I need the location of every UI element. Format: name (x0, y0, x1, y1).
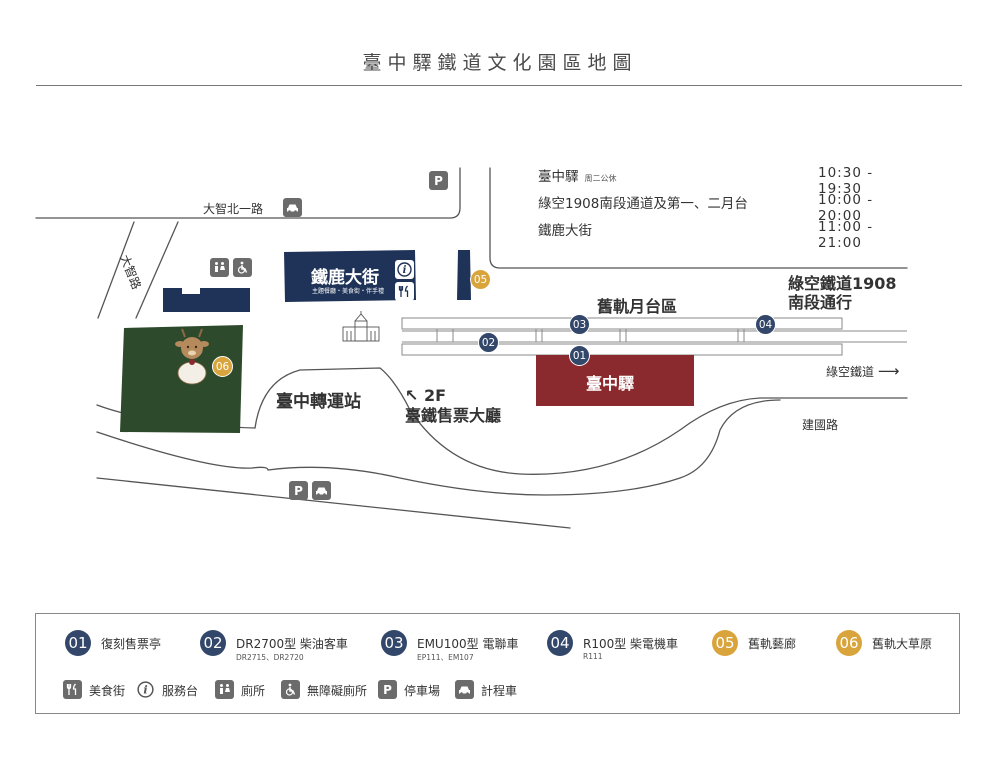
taxi-icon (455, 680, 474, 699)
parking-icon: P (378, 680, 397, 699)
parking-icon[interactable]: P (429, 171, 448, 190)
marker-01[interactable]: 01 (569, 345, 590, 366)
ticket-hall-label: ↖ 2F 臺鐵售票大廳 (405, 386, 502, 425)
food-icon[interactable] (395, 282, 414, 301)
hours-row: 鐵鹿大街 11:00 - 21:00 (538, 219, 918, 251)
old-station-icon (342, 311, 380, 342)
wheelchair-icon (281, 680, 300, 699)
legend-subtitle: R111 (583, 652, 603, 661)
title-divider (36, 85, 962, 86)
svg-text:i: i (143, 683, 147, 697)
taichung-station-label: 臺中驛 (586, 374, 635, 393)
legend-name: 舊軌大草原 (872, 637, 933, 651)
legend-facility-name: 停車場 (404, 684, 441, 698)
hours-venue: 綠空1908南段通道及第一、二月台 (538, 196, 748, 212)
gallery-building (457, 250, 471, 300)
legend-facility-name: 服務台 (162, 684, 199, 698)
legend-number: 01 (65, 630, 91, 656)
road-edge (135, 221, 179, 319)
legend-number: 06 (836, 630, 862, 656)
road-edge (96, 431, 269, 471)
opening-hours: 臺中驛周二公休 10:30 - 19:30 綠空1908南段通道及第一、二月台 … (538, 165, 918, 251)
park-map (35, 167, 908, 529)
hours-time: 11:00 - 21:00 (818, 219, 874, 251)
marker-03[interactable]: 03 (569, 314, 590, 335)
road-edge (35, 167, 461, 219)
hours-row: 臺中驛周二公休 10:30 - 19:30 (538, 165, 918, 197)
legend-number: 02 (200, 630, 226, 656)
tielu-street-building (284, 250, 416, 302)
taichung-station-building (536, 355, 694, 406)
bus-station-label: 臺中轉運站 (276, 392, 361, 412)
road-edge (96, 477, 571, 529)
parking-icon[interactable]: P (289, 481, 308, 500)
hours-row: 綠空1908南段通道及第一、二月台 10:00 - 20:00 (538, 192, 918, 224)
marker-06[interactable]: 06 (212, 356, 233, 377)
legend-facility-name: 美食街 (89, 684, 126, 698)
greenway-1908-label: 綠空鐵道1908 南段通行 (788, 274, 897, 312)
legend-facility-name: 無障礙廁所 (307, 684, 368, 698)
old-platform-label: 舊軌月台區 (597, 297, 678, 316)
svg-text:i: i (403, 265, 407, 276)
greenway-label: 綠空鐵道 ⟶ (826, 362, 900, 380)
legend-name: 復刻售票亭 (101, 637, 162, 651)
hours-venue: 鐵鹿大街 (538, 223, 592, 239)
legend-facility-name: 計程車 (481, 684, 518, 698)
legend-name: EMU100型 電聯車 (417, 637, 519, 651)
legend-name: 舊軌藝廊 (748, 637, 797, 651)
legend-number: 05 (712, 630, 738, 656)
restroom-icon[interactable] (210, 258, 229, 277)
road-label-jianguo: 建國路 (802, 418, 839, 432)
legend-facility-name: 廁所 (241, 684, 266, 698)
hours-time: 10:00 - 20:00 (818, 192, 874, 224)
legend-subtitle: DR2715、DR2720 (236, 653, 304, 662)
map-legend: 01 復刻售票亭 02 DR2700型 柴油客車 DR2715、DR2720 0… (35, 613, 960, 714)
info-icon: i (136, 680, 155, 699)
taxi-icon[interactable] (283, 198, 302, 217)
wheelchair-icon[interactable] (233, 258, 252, 277)
road-edge (97, 221, 135, 319)
marker-02[interactable]: 02 (478, 332, 499, 353)
road-edge (489, 167, 908, 269)
rail-tracks (401, 317, 907, 356)
food-icon (63, 680, 82, 699)
marker-05[interactable]: 05 (470, 269, 491, 290)
legend-subtitle: EP111、EM107 (417, 653, 474, 662)
legend-number: 03 (381, 630, 407, 656)
hours-venue: 臺中驛 (538, 169, 579, 185)
road-edge (254, 367, 908, 475)
legend-name: DR2700型 柴油客車 (236, 637, 348, 651)
hours-note: 周二公休 (584, 174, 617, 183)
legend-name: R100型 柴電機車 (583, 637, 679, 651)
restroom-icon (215, 680, 234, 699)
tielu-street-title: 鐵鹿大街 (311, 268, 379, 288)
road-label-dazhi-north: 大智北一路 (203, 202, 264, 216)
taxi-icon[interactable] (312, 481, 331, 500)
deer-mascot (175, 328, 209, 385)
road-edge (267, 399, 781, 496)
tielu-street-subtitle: 主題餐廳・美食街・伴手禮 (312, 288, 385, 295)
legend-number: 04 (547, 630, 573, 656)
info-icon[interactable]: i (395, 260, 414, 279)
map-title: 臺中驛鐵道文化園區地圖 (362, 52, 638, 74)
marker-04[interactable]: 04 (755, 314, 776, 335)
building-block (163, 288, 250, 312)
hours-time: 10:30 - 19:30 (818, 165, 874, 197)
